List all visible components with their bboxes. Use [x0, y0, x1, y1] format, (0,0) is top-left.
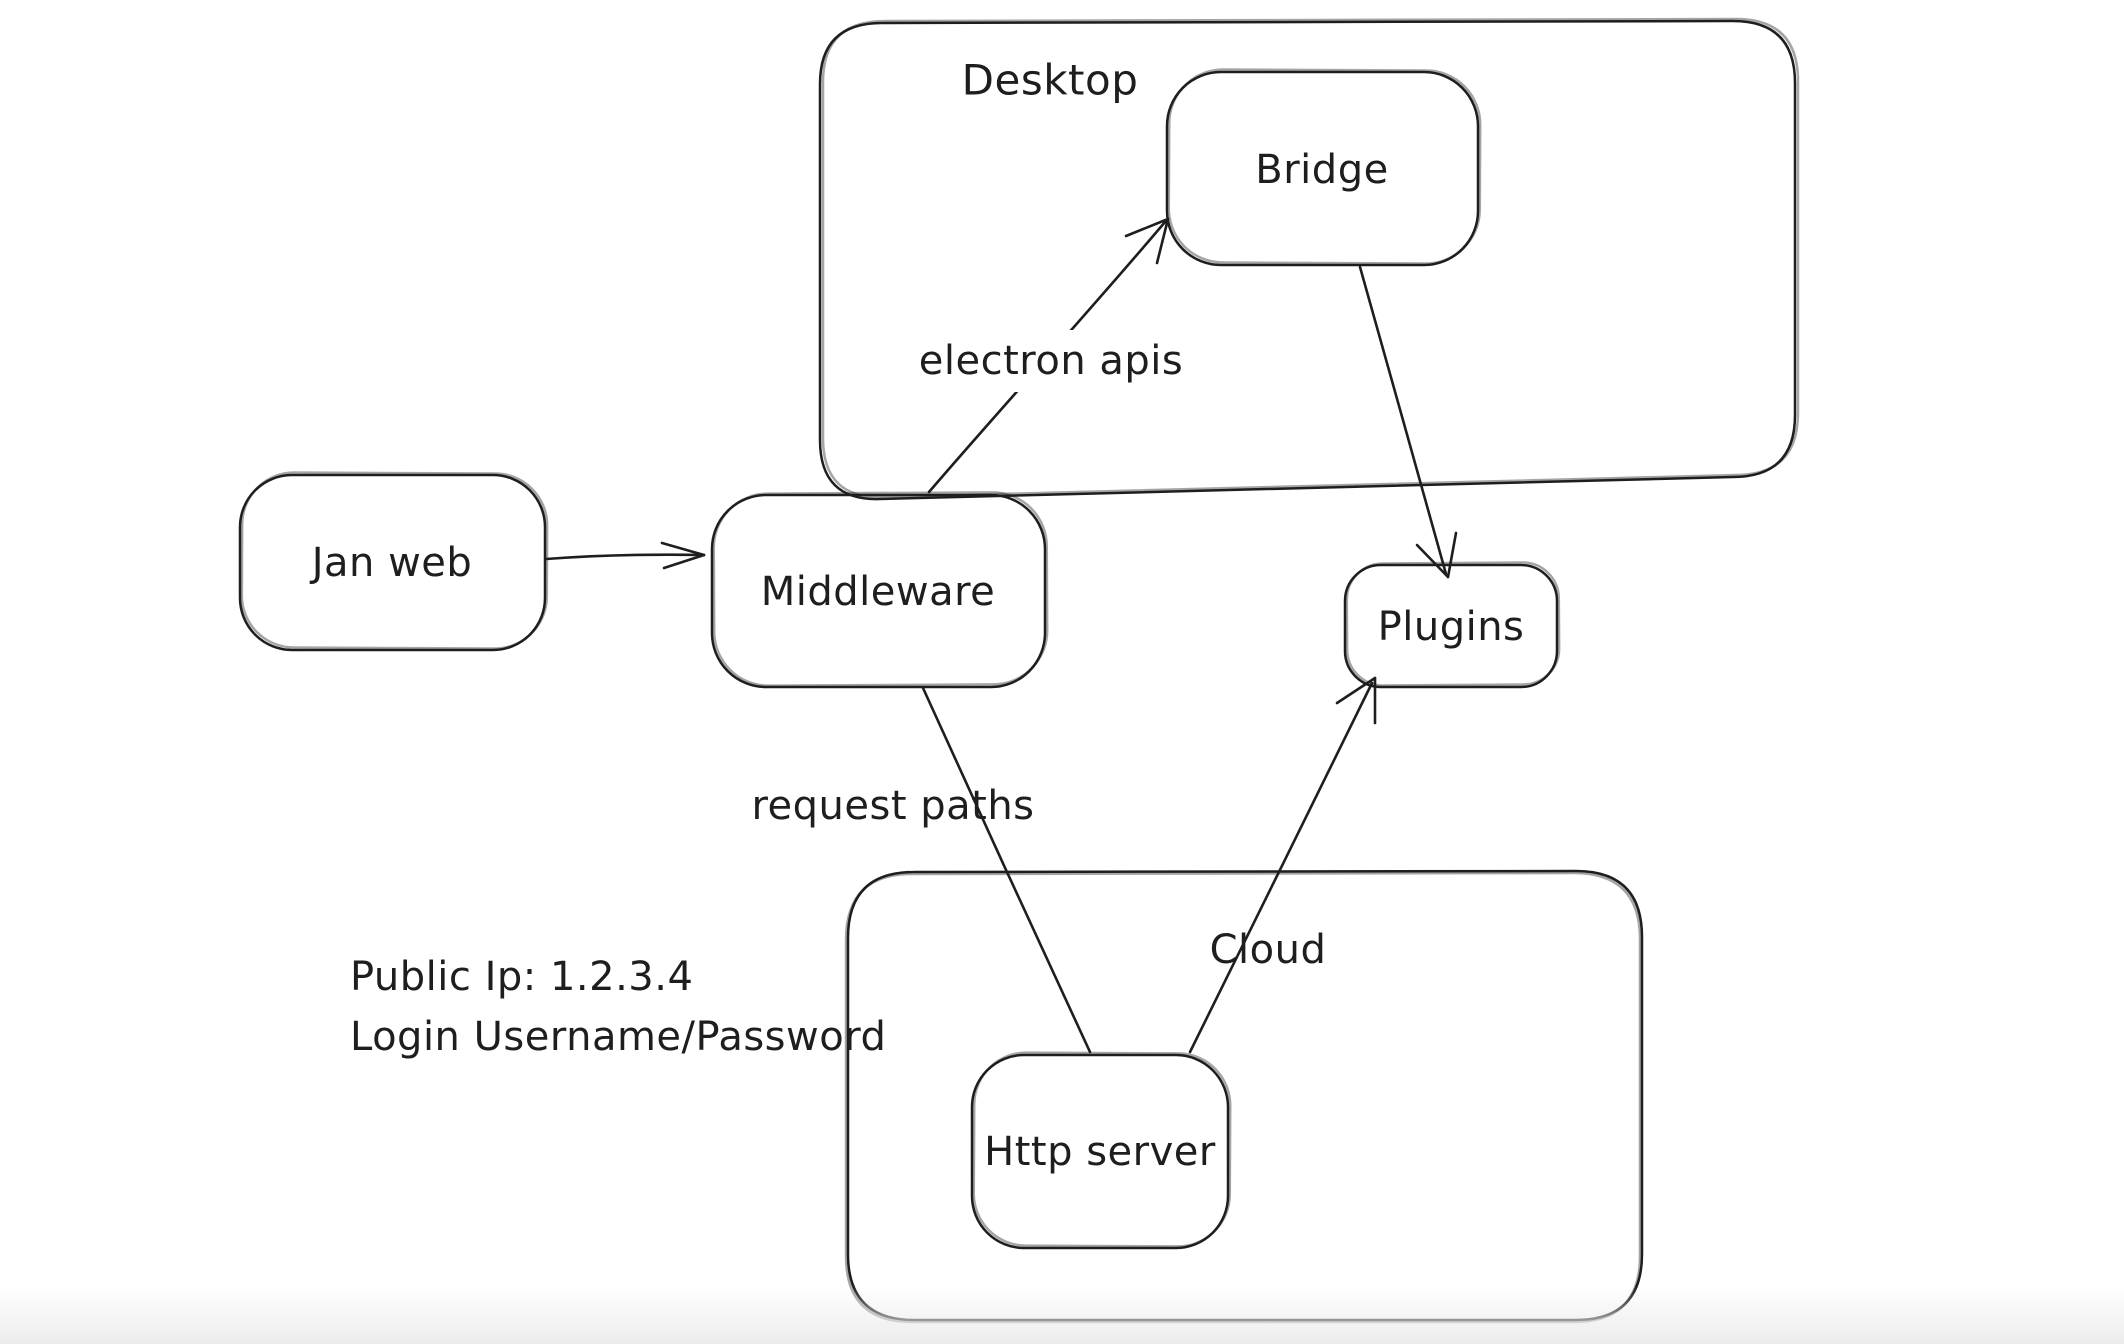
- middleware-box[interactable]: [710, 493, 1047, 689]
- node-plugins[interactable]: Plugins: [1343, 561, 1561, 689]
- middleware-box-ghost: [712, 491, 1049, 687]
- plugins-label: Plugins: [1378, 604, 1525, 650]
- edge-label-request-paths[interactable]: request paths: [751, 783, 1034, 829]
- edge-line[interactable]: [544, 553, 706, 561]
- arrowhead: [1335, 676, 1377, 705]
- http-server-box[interactable]: [970, 1053, 1230, 1250]
- edge-label-electron-apis[interactable]: electron apis: [915, 330, 1187, 392]
- arrowhead: [660, 541, 706, 557]
- desktop-outline-ghost: [821, 17, 1800, 499]
- plugins-box-ghost: [1345, 561, 1561, 687]
- bridge-box[interactable]: [1165, 70, 1480, 267]
- desktop-outline[interactable]: [818, 19, 1797, 501]
- node-http-server[interactable]: Http server: [970, 1051, 1232, 1250]
- bridge-box-ghost: [1167, 68, 1482, 265]
- bridge-label: Bridge: [1255, 147, 1388, 193]
- bottom-window-fade: [0, 1286, 2124, 1344]
- electron-apis-label-text: electron apis: [919, 338, 1183, 384]
- edge-jan-web-middleware[interactable]: [544, 541, 706, 570]
- request-paths-label-text: request paths: [751, 783, 1034, 829]
- middleware-label: Middleware: [761, 569, 996, 615]
- http-server-box-ghost: [972, 1051, 1232, 1248]
- arrowhead: [1124, 217, 1170, 238]
- node-jan-web[interactable]: Jan web: [238, 471, 549, 652]
- jan-web-box[interactable]: [238, 473, 547, 652]
- edge-middleware-http-server[interactable]: [921, 686, 1092, 1054]
- arrowhead: [1415, 543, 1450, 579]
- edge-line[interactable]: [1358, 265, 1448, 576]
- plugins-box[interactable]: [1343, 563, 1559, 689]
- container-desktop-label: Desktop: [962, 56, 1139, 105]
- arrowhead: [1446, 531, 1458, 579]
- arrowhead: [1155, 217, 1170, 265]
- arrowhead: [662, 553, 706, 570]
- annotation-text[interactable]: Public Ip: 1.2.3.4 Login Username/Passwo…: [350, 954, 886, 1060]
- node-middleware[interactable]: Middleware: [710, 491, 1049, 689]
- edge-line[interactable]: [921, 686, 1092, 1054]
- container-cloud[interactable]: Cloud: [844, 869, 1644, 1324]
- annotation-line-2: Login Username/Password: [350, 1014, 886, 1060]
- http-server-label: Http server: [984, 1129, 1216, 1175]
- jan-web-box-ghost: [240, 471, 549, 650]
- node-bridge[interactable]: Bridge: [1165, 68, 1482, 267]
- edge-line[interactable]: [1188, 681, 1374, 1054]
- container-cloud-label: Cloud: [1210, 927, 1327, 973]
- annotation-line-1: Public Ip: 1.2.3.4: [350, 954, 693, 1000]
- edge-bridge-plugins[interactable]: [1358, 265, 1458, 579]
- electron-apis-label-bg: [915, 330, 1187, 392]
- edge-http-server-plugins[interactable]: [1188, 676, 1377, 1054]
- container-desktop[interactable]: Desktop: [818, 17, 1800, 501]
- jan-web-label: Jan web: [309, 540, 473, 586]
